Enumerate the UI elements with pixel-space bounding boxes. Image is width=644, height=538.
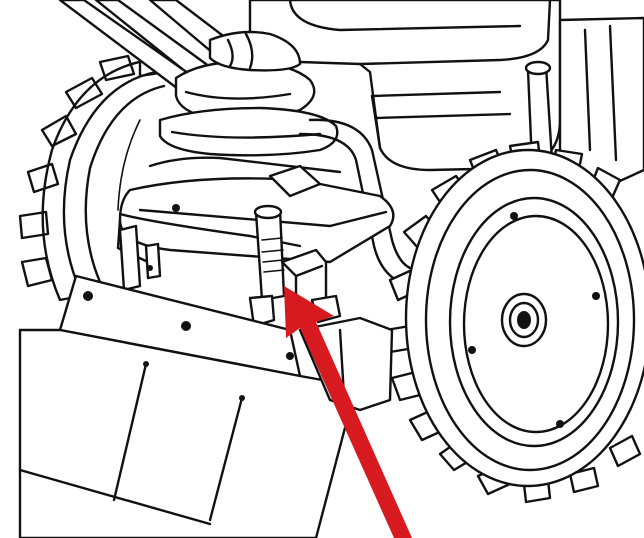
engine-housing-icon bbox=[248, 0, 644, 192]
handlebar-icon bbox=[58, 0, 412, 282]
lever-pointer-arrow bbox=[284, 286, 412, 538]
lever-icon bbox=[248, 204, 342, 328]
mud-flap-icon bbox=[18, 274, 358, 538]
wheel-icon bbox=[18, 54, 168, 302]
wheel-icon bbox=[384, 140, 644, 504]
